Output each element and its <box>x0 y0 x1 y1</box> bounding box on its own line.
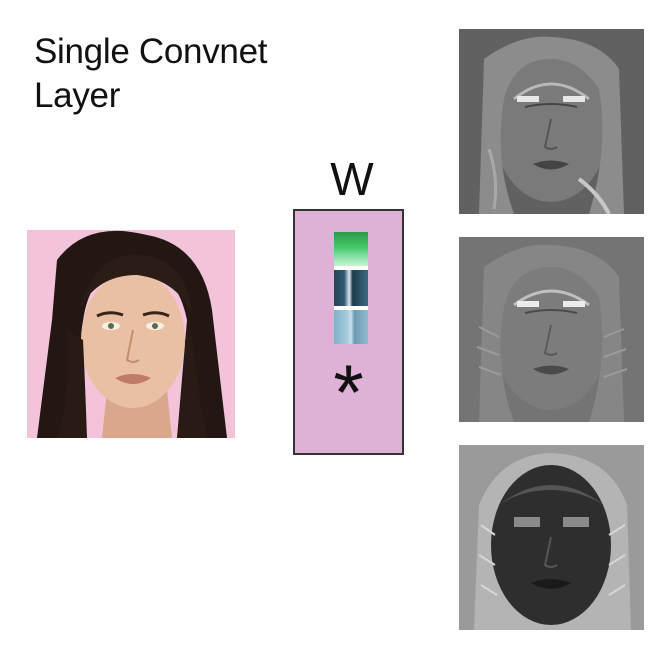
kernel-stack <box>334 232 368 344</box>
kernel-green-channel <box>334 232 368 266</box>
title-line-1: Single Convnet <box>34 32 268 71</box>
diagram-title: Single Convnet Layer <box>34 30 267 118</box>
kernel-dark-channel <box>334 270 368 306</box>
feature-map-2-image <box>459 237 644 422</box>
kernel-separator <box>334 306 368 310</box>
feature-map-3-image <box>459 445 644 630</box>
kernel-separator <box>334 266 368 270</box>
convolution-operator: * <box>333 348 364 436</box>
feature-map-1-image <box>459 29 644 214</box>
feature-map-3 <box>459 445 644 630</box>
input-face-illustration <box>27 230 235 438</box>
kernel-light-channel <box>334 310 368 344</box>
weights-label: W <box>330 153 374 205</box>
feature-map-1 <box>459 29 644 214</box>
input-face-image <box>27 230 235 438</box>
title-line-2: Layer <box>34 76 121 115</box>
feature-map-2 <box>459 237 644 422</box>
